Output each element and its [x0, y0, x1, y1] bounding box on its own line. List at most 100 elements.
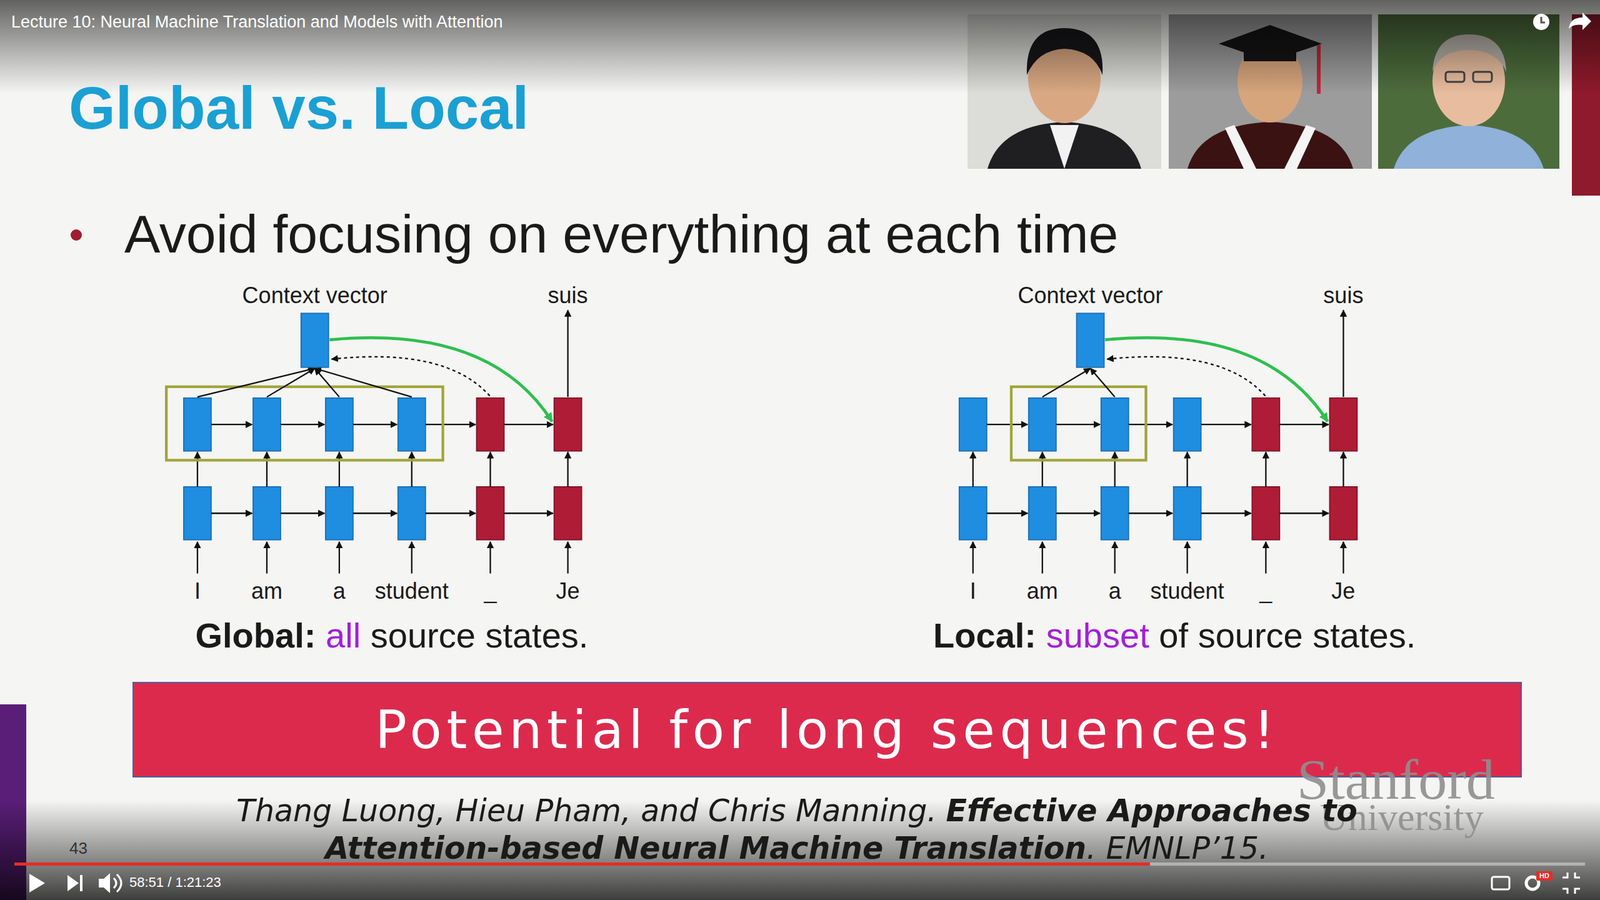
output-arrow — [1342, 310, 1344, 397]
layer-arrow — [338, 451, 340, 487]
query-arrow — [1106, 356, 1265, 397]
citation: Thang Luong, Hieu Pham, and Chris Mannin… — [143, 792, 1450, 868]
video-title: Lecture 10: Neural Machine Translation a… — [11, 12, 503, 32]
next-icon — [67, 875, 83, 892]
encoder-cell — [183, 486, 212, 540]
layer-arrow — [411, 451, 413, 487]
input-arrow — [566, 541, 569, 574]
layer-arrow — [1114, 451, 1116, 487]
play-icon — [29, 873, 45, 893]
input-arrow — [1114, 541, 1116, 574]
output-arrow — [566, 310, 569, 397]
caption-part: source states. — [370, 615, 589, 655]
encoder-cell — [959, 398, 987, 452]
input-arrow — [411, 541, 413, 574]
encoder-cell — [1173, 486, 1202, 540]
layer-arrow — [266, 451, 268, 487]
recurrent-arrow — [1279, 423, 1329, 425]
input-arrow — [1342, 541, 1344, 574]
input-arrow — [972, 541, 974, 574]
bullet-text: Avoid focusing on everything at each tim… — [124, 203, 1119, 265]
recurrent-arrow — [504, 423, 554, 425]
input-arrow — [489, 541, 491, 574]
input-arrow — [1041, 541, 1044, 574]
recurrent-arrow — [1201, 512, 1252, 514]
input-arrow — [1186, 541, 1189, 574]
encoder-cell — [325, 398, 354, 452]
citation-venue: . EMNLP’15. — [1086, 830, 1269, 867]
diagram-caption: Global:allsource states. — [195, 615, 589, 656]
recurrent-arrow — [1056, 512, 1100, 514]
decoder-cell — [476, 398, 504, 452]
recurrent-arrow — [1201, 423, 1252, 425]
caption-part: subset — [1046, 615, 1150, 655]
recurrent-arrow — [425, 423, 476, 425]
clock-icon — [1541, 16, 1545, 23]
input-arrow — [1265, 541, 1267, 574]
banner-text: Potential for long sequences! — [375, 699, 1279, 761]
layer-arrow — [1342, 451, 1344, 487]
caption-part: Global: — [195, 615, 317, 655]
input-word: Je — [1331, 578, 1355, 604]
attention-arrow — [197, 368, 315, 397]
input-word: student — [1150, 578, 1225, 604]
decoder-cell — [1329, 486, 1357, 540]
decoder-cell — [1251, 486, 1280, 540]
recurrent-arrow — [986, 423, 1028, 425]
attention-arrow — [1090, 368, 1115, 397]
layer-arrow — [1186, 451, 1189, 487]
input-word: _ — [1259, 578, 1272, 604]
layer-arrow — [489, 451, 491, 487]
context-vector-label: Context vector — [242, 282, 388, 309]
encoder-cell — [1028, 398, 1057, 452]
recurrent-arrow — [986, 512, 1028, 514]
attention-arrow — [315, 368, 412, 397]
recurrent-arrow — [1279, 512, 1329, 514]
recurrent-arrow — [1128, 423, 1173, 425]
recurrent-arrow — [1056, 423, 1100, 425]
encoder-cell — [398, 486, 426, 540]
recurrent-arrow — [211, 423, 252, 425]
query-arrow — [331, 356, 490, 397]
input-word: a — [333, 578, 346, 604]
volume-icon — [98, 873, 110, 894]
input-word: am — [1026, 578, 1059, 604]
output-word: suis — [548, 282, 589, 309]
context-vector-label: Context vector — [1017, 282, 1163, 309]
encoder-cell — [1101, 398, 1129, 452]
recurrent-arrow — [211, 512, 252, 514]
encoder-cell — [1101, 486, 1129, 540]
context-vector-cell — [301, 313, 329, 368]
input-arrow — [196, 541, 199, 574]
hd-badge — [1536, 871, 1553, 881]
recurrent-arrow — [353, 423, 397, 425]
slide-title: Global vs. Local — [68, 73, 529, 143]
attention-window — [166, 386, 443, 461]
layer-arrow — [972, 451, 974, 487]
caption-part: Local: — [933, 615, 1037, 655]
encoder-cell — [183, 398, 212, 452]
input-word: a — [1108, 578, 1122, 604]
video-time: 58:51 / 1:21:23 — [129, 874, 222, 890]
recurrent-arrow — [1128, 512, 1173, 514]
diagram-caption: Local:subsetof source states. — [933, 615, 1416, 656]
layer-arrow — [196, 451, 199, 487]
encoder-cell — [325, 486, 354, 540]
volume-icon — [113, 874, 122, 892]
cc-icon — [1491, 876, 1510, 890]
attention-window — [1011, 386, 1147, 461]
recurrent-arrow — [280, 423, 325, 425]
decoder-cell — [554, 398, 582, 452]
input-word: am — [251, 578, 283, 604]
layer-arrow — [1265, 451, 1267, 487]
context-arrow — [1105, 337, 1328, 422]
encoder-cell — [1173, 398, 1202, 452]
share-icon — [1568, 12, 1592, 30]
recurrent-arrow — [504, 512, 554, 514]
attention-arrow — [266, 368, 315, 397]
slide-number: 43 — [69, 839, 88, 859]
decoder-cell — [1251, 398, 1280, 452]
context-arrow — [329, 337, 552, 422]
input-word: student — [375, 578, 449, 604]
input-word: _ — [483, 578, 497, 604]
